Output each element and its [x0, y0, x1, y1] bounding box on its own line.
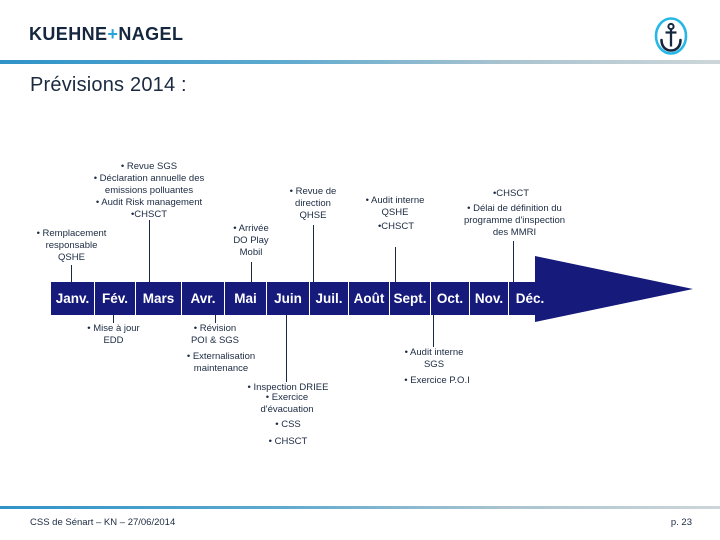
- annotation-arrivee-do-playmobil-connector: [251, 262, 252, 282]
- annotation-mise-a-jour-edd: • Mise à jour EDD: [87, 323, 140, 346]
- annotation-delai-mmri-connector: [513, 241, 514, 282]
- timeline-arrow-head: [535, 256, 693, 322]
- timeline-month-dc[interactable]: Déc.: [509, 282, 551, 315]
- timeline-month-mars[interactable]: Mars: [136, 282, 182, 315]
- annotation-audit-interne-sgs: • Audit interne SGS: [404, 347, 464, 370]
- brand-name-primary: KUEHNE: [29, 24, 108, 44]
- brand-name-secondary: NAGEL: [118, 24, 184, 44]
- timeline-month-juil[interactable]: Juil.: [310, 282, 349, 315]
- page-number: p. 23: [670, 517, 692, 528]
- timeline-month-janv[interactable]: Janv.: [51, 282, 95, 315]
- timeline-month-avr[interactable]: Avr.: [182, 282, 225, 315]
- annotation-revue-sgs-connector: [149, 220, 150, 282]
- annotation-audit-interne-qshe: • Audit interne QSHE: [365, 195, 425, 218]
- annotation-revision-poi-sgs-connector: [215, 315, 216, 323]
- brand-plus-symbol: +: [107, 24, 119, 44]
- annotation-externalisation-maintenance: • Externalisation maintenance: [186, 351, 256, 374]
- annotation-chsct-bas: • CHSCT: [268, 436, 308, 447]
- header-divider: [0, 60, 720, 64]
- annotation-audit-interne-qshe-connector: [395, 247, 396, 282]
- footer-source-text: CSS de Sénart – KN – 27/06/2014: [30, 517, 176, 528]
- annotation-audit-interne-sgs-connector: [433, 315, 434, 347]
- annotation-revue-direction-qhse-connector: [313, 225, 314, 282]
- annotation-exercice-evacuation: • Exercice d'évacuation: [260, 392, 314, 415]
- timeline-month-aot[interactable]: Août: [349, 282, 390, 315]
- timeline-month-mai[interactable]: Mai: [225, 282, 267, 315]
- timeline-month-nov[interactable]: Nov.: [470, 282, 509, 315]
- anchor-icon: [648, 13, 694, 59]
- annotation-delai-mmri: • Délai de définition du programme d'ins…: [463, 203, 566, 238]
- timeline-month-juin[interactable]: Juin: [267, 282, 310, 315]
- annotation-mise-a-jour-edd-connector: [113, 315, 114, 323]
- annotation-arrivee-do-playmobil: • Arrivée DO Play Mobil: [233, 223, 269, 258]
- annotation-inspection-driee-connector: [286, 315, 287, 382]
- timeline-month-fv[interactable]: Fév.: [95, 282, 136, 315]
- annotation-css: • CSS: [275, 419, 301, 430]
- page-title: Prévisions 2014 :: [30, 74, 187, 96]
- brand-logo: KUEHNE+NAGEL: [29, 24, 183, 45]
- timeline-month-sept[interactable]: Sept.: [390, 282, 431, 315]
- annotation-chsct-decembre: •CHSCT: [492, 188, 530, 199]
- annotation-chsct-aout: •CHSCT: [377, 221, 415, 232]
- annotation-inspection-driee: • Inspection DRIEE: [247, 382, 329, 393]
- footer-divider: [0, 506, 720, 509]
- annotation-remplacement-qshe-connector: [71, 265, 72, 282]
- annotation-remplacement-qshe: • Remplacement responsable QSHE: [36, 228, 107, 263]
- annotation-revision-poi-sgs: • Révision POI & SGS: [190, 323, 240, 346]
- timeline-month-oct[interactable]: Oct.: [431, 282, 470, 315]
- annotation-exercice-poi: • Exercice P.O.I: [404, 375, 470, 386]
- annotation-revue-sgs: • Revue SGS • Déclaration annuelle des e…: [93, 161, 205, 220]
- annotation-revue-direction-qhse: • Revue de direction QHSE: [289, 186, 337, 221]
